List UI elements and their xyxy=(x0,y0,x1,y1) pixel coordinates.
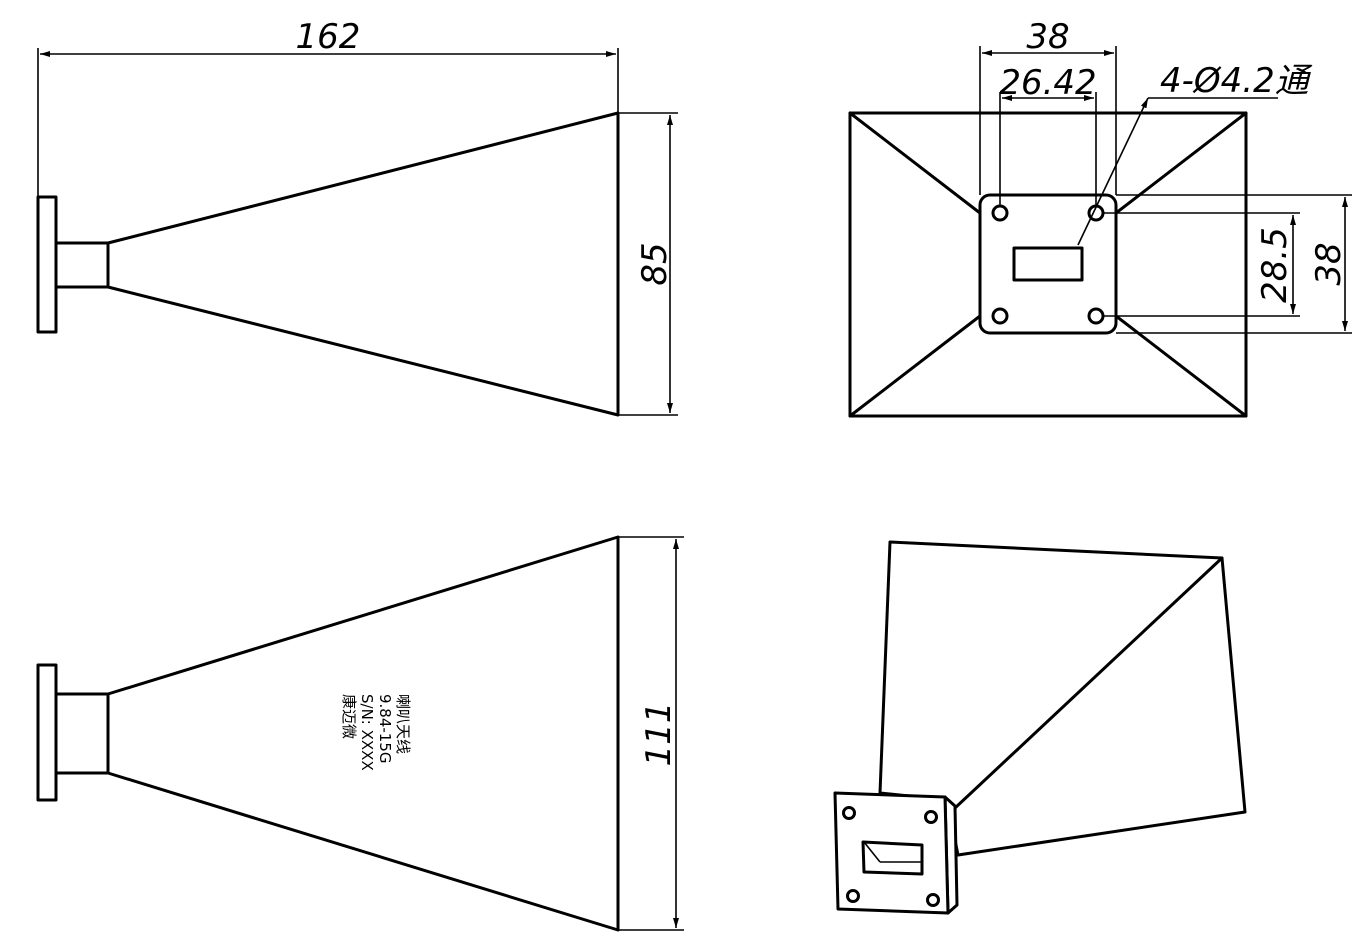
length-dimension-text: 162 xyxy=(296,17,361,57)
waveguide-neck-2 xyxy=(54,692,110,775)
flange-plate xyxy=(36,195,58,334)
aperture-h-dimension-text: 85 xyxy=(635,242,675,285)
marking-line-3: S/N: XXXX xyxy=(358,694,376,771)
marking-line-4: 康迈微 xyxy=(340,694,358,739)
corner-edge-tr xyxy=(1114,111,1248,215)
marking-block: 喇叭天线 9.84-15G S/N: XXXX 康迈微 xyxy=(340,694,412,771)
aperture-outline xyxy=(848,111,1248,418)
waveguide-neck xyxy=(54,241,110,289)
side-view-top: 162 85 xyxy=(36,17,678,417)
isometric-view xyxy=(833,540,1247,915)
flange-plate-2 xyxy=(36,663,58,802)
mounting-hole-bl xyxy=(991,307,1009,325)
aperture-w-dimension-text: 111 xyxy=(639,702,679,767)
marking-line-1: 喇叭天线 xyxy=(394,694,412,754)
flange-width-dimension-text: 38 xyxy=(1026,17,1069,57)
mounting-hole-iso-bl xyxy=(846,889,860,903)
hole-callout-text: 4-Ø4.2通 xyxy=(1160,61,1313,101)
opening-inner-edge-iso xyxy=(863,841,881,863)
mounting-hole-iso-br xyxy=(926,893,940,907)
corner-edge-br xyxy=(1114,314,1248,418)
marking-line-2: 9.84-15G xyxy=(376,694,394,764)
mounting-hole-iso-tr xyxy=(924,810,938,824)
mounting-hole-br xyxy=(1087,307,1105,325)
hole-spacing-y-dimension-text: 28.5 xyxy=(1255,227,1295,303)
flange-height-dimension-text: 38 xyxy=(1309,242,1349,285)
hole-spacing-x-dimension-text: 26.42 xyxy=(999,63,1096,103)
horn-edge-iso xyxy=(953,556,1224,810)
hole-leader-line xyxy=(1077,97,1149,246)
waveguide-opening xyxy=(1012,246,1084,282)
corner-edge-bl xyxy=(848,314,982,418)
mounting-hole-iso-tl xyxy=(842,806,856,820)
waveguide-opening-iso xyxy=(861,840,924,876)
corner-edge-tl xyxy=(848,111,982,215)
flange-face-iso xyxy=(833,791,950,915)
front-view: 38 26.42 4-Ø4.2通 28.5 38 xyxy=(848,17,1352,418)
flange-face xyxy=(978,193,1118,335)
side-view-bottom: 111 喇叭天线 9.84-15G S/N: XXXX 康迈微 xyxy=(36,535,684,932)
horn-body xyxy=(106,111,620,417)
